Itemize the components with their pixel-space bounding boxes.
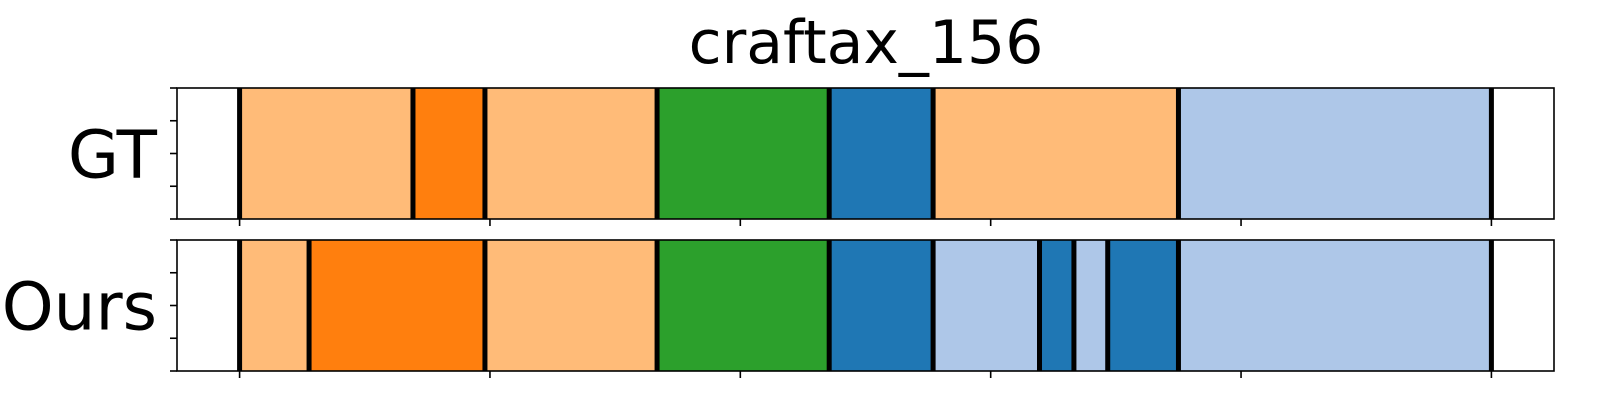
segment-gt-4 — [657, 88, 830, 219]
segment-ours-8 — [1073, 240, 1108, 371]
segment-ours-6 — [933, 240, 1040, 371]
segment-ours-9 — [1107, 240, 1179, 371]
segment-gt-7 — [1178, 88, 1492, 219]
segment-ours-2 — [309, 240, 485, 371]
segment-ours-10 — [1178, 240, 1492, 371]
segment-gt-2 — [412, 88, 485, 219]
segment-ours-1 — [239, 240, 310, 371]
panel-gt: GT — [68, 87, 1555, 226]
panels: GT Ours — [2, 87, 1555, 378]
segment-ours-3 — [484, 240, 658, 371]
chart-title: craftax_156 — [689, 8, 1044, 78]
segment-ours-7 — [1039, 240, 1074, 371]
segment-gt-6 — [933, 88, 1179, 219]
segment-gt-1 — [239, 88, 413, 219]
segment-gt-5 — [829, 88, 934, 219]
segment-gt-3 — [484, 88, 658, 219]
segment-ours-5 — [829, 240, 934, 371]
segment-ours-4 — [657, 240, 830, 371]
row-label-ours: Ours — [2, 269, 157, 346]
row-label-gt: GT — [68, 117, 158, 194]
panel-ours: Ours — [2, 239, 1555, 378]
